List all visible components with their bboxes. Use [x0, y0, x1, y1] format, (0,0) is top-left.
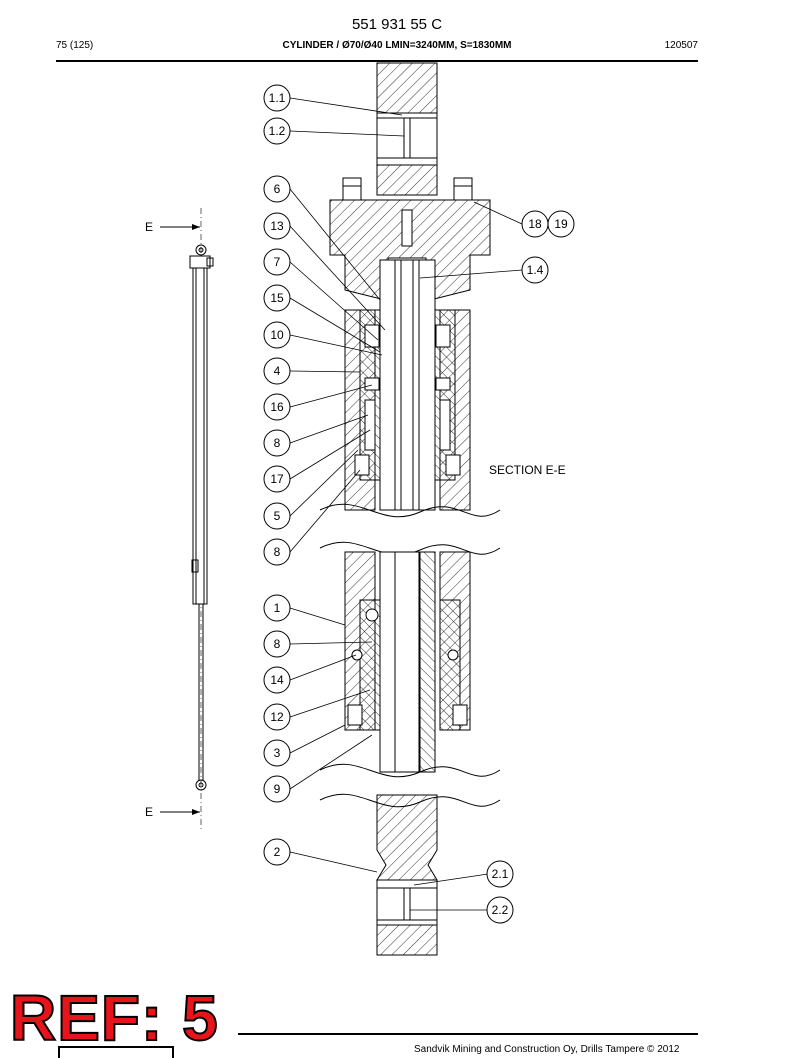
- callout-label: 1.4: [527, 263, 544, 277]
- callout-labels: 1.1 1.2 6 13 7 15 10 4 16 8 17 5 8 1 8 1…: [269, 91, 568, 917]
- section-marker-top: [160, 224, 200, 230]
- callout-label: 1.2: [269, 124, 286, 138]
- footer-copyright: Sandvik Mining and Construction Oy, Dril…: [414, 1044, 680, 1055]
- callout-3: [263, 739, 291, 767]
- callout-8b: [263, 538, 291, 566]
- page-number: 75 (125): [56, 40, 94, 51]
- callout-1-1: [263, 84, 291, 112]
- section-letter-bottom: E: [145, 805, 153, 819]
- section-letter-top: E: [145, 220, 153, 234]
- callout-15: [263, 284, 291, 312]
- callout-13: [263, 212, 291, 240]
- callout-2-1: [486, 860, 514, 888]
- callout-label: 2.1: [492, 867, 509, 881]
- document-title: CYLINDER / Ø70/Ø40 LMIN=3240MM, S=1830MM: [282, 40, 512, 51]
- callout-2: [263, 838, 291, 866]
- footer-rule: [238, 1033, 698, 1035]
- top-mounting-eye: [376, 62, 438, 196]
- callout-17: [263, 465, 291, 493]
- callout-label: 2: [274, 845, 281, 859]
- callout-label: 2.2: [492, 903, 509, 917]
- callouts: [263, 84, 575, 924]
- callout-label: 7: [274, 255, 281, 269]
- callout-5: [263, 502, 291, 530]
- callout-label: 6: [274, 182, 281, 196]
- document-code: 120507: [664, 40, 698, 51]
- callout-16: [263, 393, 291, 421]
- callout-label: 12: [270, 710, 284, 724]
- callout-4: [263, 357, 291, 385]
- callout-label: 1.1: [269, 91, 286, 105]
- callout-14: [263, 666, 291, 694]
- upper-barrel: [344, 259, 471, 511]
- callout-9: [263, 775, 291, 803]
- callout-8a: [263, 429, 291, 457]
- break-line-1: [319, 503, 501, 556]
- callout-label: 14: [270, 673, 284, 687]
- sandvik-logo: [58, 1046, 174, 1058]
- callout-label: 16: [270, 400, 284, 414]
- callout-6: [263, 175, 291, 203]
- callout-label: 15: [270, 291, 284, 305]
- callout-label: 8: [274, 545, 281, 559]
- part-number: 551 931 55 C: [351, 16, 443, 33]
- ref-stamp: REF: 5: [9, 982, 219, 1054]
- callout-label: 19: [554, 217, 568, 231]
- callout-label: 1: [274, 601, 281, 615]
- callout-8c: [263, 630, 291, 658]
- callout-1-4: [521, 256, 549, 284]
- callout-label: 8: [274, 637, 281, 651]
- leader-lines: [289, 97, 523, 911]
- callout-12: [263, 703, 291, 731]
- callout-label: 10: [270, 328, 284, 342]
- callout-1-2: [263, 117, 291, 145]
- callout-label: 5: [274, 509, 281, 523]
- callout-7: [263, 248, 291, 276]
- header-rule: [56, 60, 698, 62]
- callout-19: [547, 210, 575, 238]
- callout-label: 13: [270, 219, 284, 233]
- section-label: SECTION E-E: [489, 463, 566, 477]
- callout-1: [263, 594, 291, 622]
- bottom-mounting-eye: [376, 794, 438, 956]
- callout-label: 4: [274, 364, 281, 378]
- callout-label: 9: [274, 782, 281, 796]
- callout-10: [263, 321, 291, 349]
- callout-label: 18: [528, 217, 542, 231]
- section-marker-bottom: [160, 809, 200, 815]
- callout-label: 8: [274, 436, 281, 450]
- overview-cylinder: [189, 208, 214, 832]
- callout-label: 17: [270, 472, 284, 486]
- lower-barrel: [344, 551, 471, 773]
- callout-label: 3: [274, 746, 281, 760]
- callout-2-2: [486, 896, 514, 924]
